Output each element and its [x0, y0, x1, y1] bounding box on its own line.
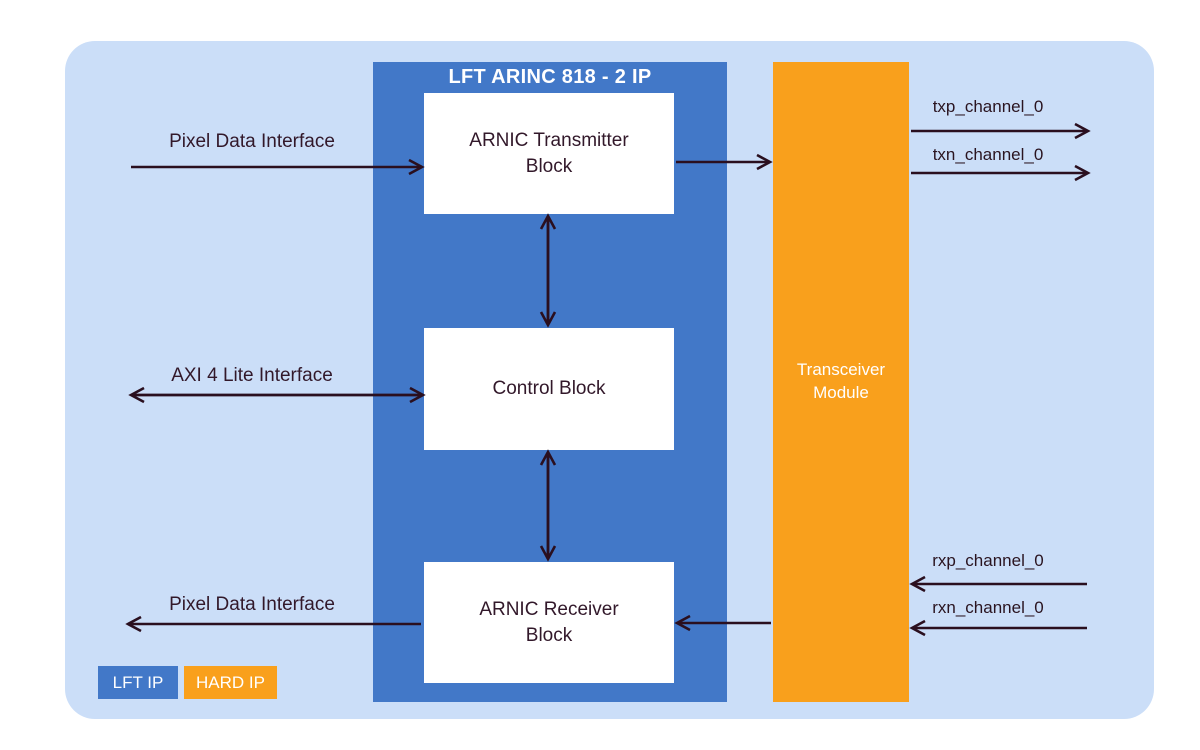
transceiver-module-block: Transceiver Module — [773, 62, 909, 702]
receiver-block-label: ARNIC Receiver Block — [479, 599, 619, 646]
legend-hard-ip-badge: HARD IP — [184, 666, 277, 699]
legend: LFT IP HARD IP — [98, 666, 277, 699]
control-block-label: Control Block — [492, 378, 606, 400]
transmitter-block-label: ARNIC Transmitter Block — [469, 130, 629, 177]
axi-lite-label: AXI 4 Lite Interface — [171, 365, 333, 386]
arnic-transmitter-block: ARNIC Transmitter Block — [424, 93, 674, 214]
legend-lft-ip-badge: LFT IP — [98, 666, 178, 699]
pixel-data-in-label: Pixel Data Interface — [169, 131, 335, 152]
rxn-channel-label: rxn_channel_0 — [932, 598, 1044, 617]
txn-channel-label: txn_channel_0 — [932, 145, 1044, 164]
transceiver-module-label: Transceiver Module — [796, 360, 886, 402]
txp-channel-label: txp_channel_0 — [932, 97, 1044, 116]
ip-block-title: LFT ARINC 818 - 2 IP — [448, 66, 652, 88]
pixel-data-out-label: Pixel Data Interface — [169, 594, 335, 615]
control-block: Control Block — [424, 328, 674, 450]
arnic-receiver-block: ARNIC Receiver Block — [424, 562, 674, 683]
rxp-channel-label: rxp_channel_0 — [932, 551, 1044, 570]
